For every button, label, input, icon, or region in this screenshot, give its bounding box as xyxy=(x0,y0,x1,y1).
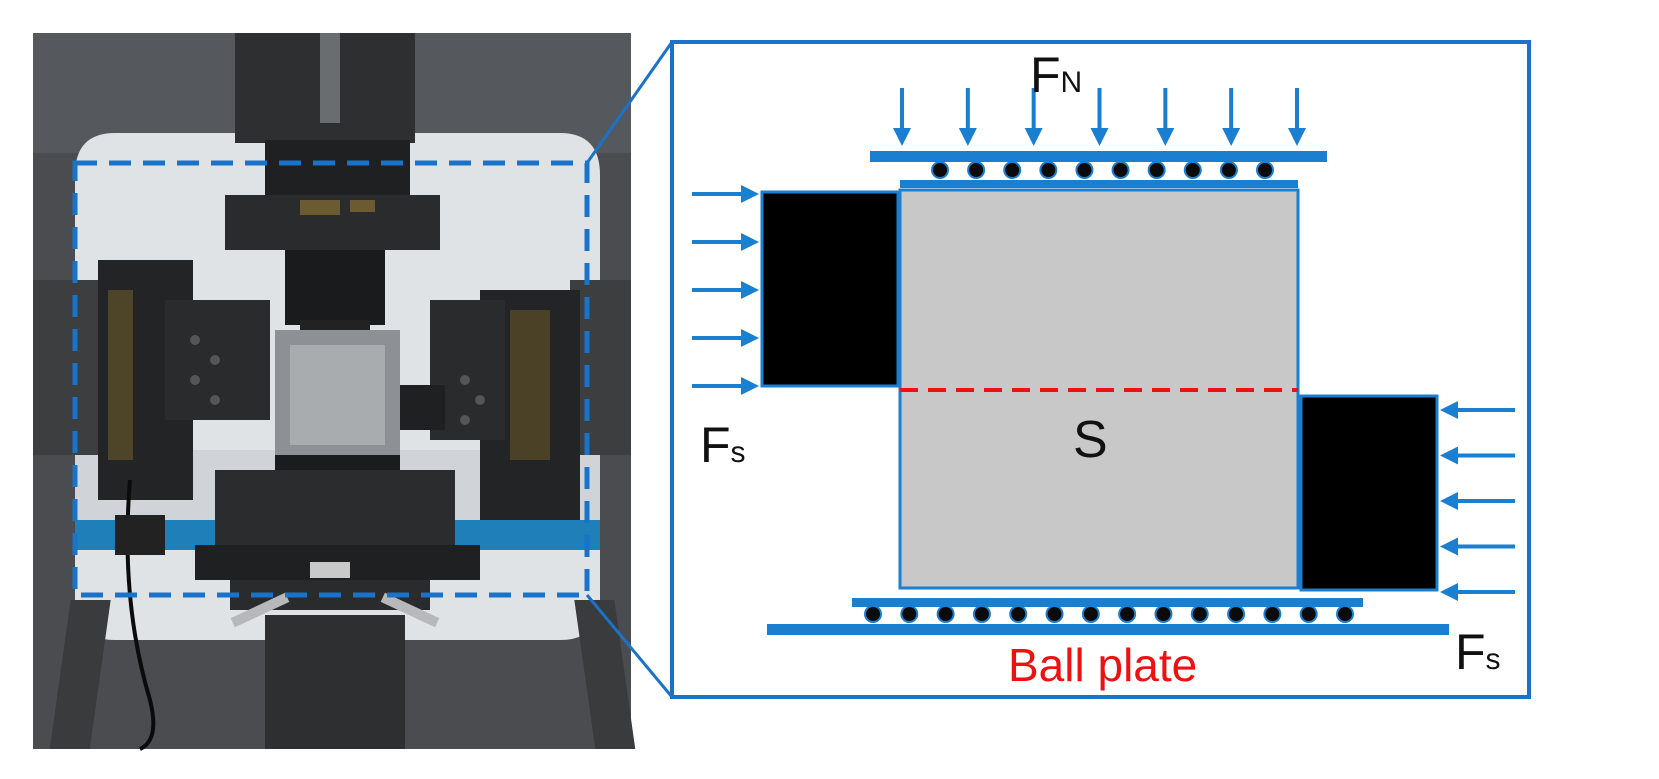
normal-force-arrow xyxy=(958,88,977,146)
ball-plate-label: Ball plate xyxy=(1008,639,1198,691)
normal-force-arrow xyxy=(1222,88,1241,146)
top-loading-plate xyxy=(870,151,1327,162)
shear-force-arrow-right xyxy=(1440,583,1515,601)
shear-force-right-label: Fs xyxy=(1455,627,1501,677)
bottom-base-plate xyxy=(767,624,1449,635)
left-shear-block xyxy=(760,190,900,388)
ball-bearing xyxy=(900,605,919,623)
ball-bearing xyxy=(864,605,882,623)
ball-bearing xyxy=(1299,605,1318,623)
highlight-region xyxy=(72,160,590,598)
right-shear-force-arrows xyxy=(1440,401,1515,601)
ball-bearing xyxy=(1263,605,1282,623)
ball-bearing xyxy=(967,161,986,179)
ball-bearing xyxy=(1154,605,1173,623)
right-shear-block xyxy=(1299,394,1439,592)
shear-force-left-subscript: s xyxy=(730,436,746,469)
normal-force-label: FN xyxy=(1030,50,1082,100)
shear-force-left-label: Fs xyxy=(700,420,746,470)
ball-bearing xyxy=(936,605,955,623)
normal-force-arrow xyxy=(1090,88,1109,146)
ball-bearing xyxy=(1003,161,1022,179)
ball-bearing xyxy=(1219,161,1238,179)
shear-force-left-symbol: F xyxy=(700,417,731,473)
ball-bearing xyxy=(1256,161,1274,179)
ball-bearing xyxy=(1039,161,1058,179)
ball-bearing xyxy=(1081,605,1100,623)
shear-force-arrow-right xyxy=(1440,537,1515,556)
bottom-ball-plate xyxy=(852,598,1363,607)
ball-bearing xyxy=(1227,605,1246,623)
ball-bearing xyxy=(1111,161,1130,179)
normal-force-symbol: F xyxy=(1030,47,1061,103)
ball-bearing xyxy=(1336,605,1354,623)
normal-force-arrows xyxy=(893,88,1306,146)
shear-force-arrow-left xyxy=(692,329,759,347)
shear-force-arrow-left xyxy=(692,377,759,395)
ball-bearing xyxy=(972,605,991,623)
ball-bearing xyxy=(931,161,949,179)
ball-bearing xyxy=(1118,605,1137,623)
shear-force-arrow-left xyxy=(692,233,759,251)
shear-plane-label: S xyxy=(1073,411,1108,469)
ball-bearing xyxy=(1075,161,1094,179)
top-ball-row xyxy=(931,161,1274,179)
top-ball-plate xyxy=(900,180,1298,188)
normal-force-arrow xyxy=(1156,88,1175,146)
ball-bearing xyxy=(1183,161,1202,179)
normal-force-subscript: N xyxy=(1060,66,1083,99)
zoom-connector-top xyxy=(585,41,674,164)
shear-force-arrow-right xyxy=(1440,446,1515,465)
shear-force-arrow-right xyxy=(1440,492,1515,510)
zoom-connector-bottom xyxy=(585,594,674,698)
bottom-ball-row xyxy=(864,605,1354,623)
shear-force-arrow-left xyxy=(692,185,759,203)
normal-force-arrow xyxy=(1288,88,1306,146)
shear-test-machine-photo xyxy=(33,33,636,751)
left-shear-force-arrows xyxy=(692,185,759,395)
ball-bearing xyxy=(1190,605,1209,623)
shear-force-right-subscript: s xyxy=(1485,643,1501,676)
normal-force-arrow xyxy=(1024,88,1043,146)
shear-force-arrow-left xyxy=(692,281,759,299)
ball-bearing xyxy=(1147,161,1166,179)
shear-force-arrow-right xyxy=(1440,401,1515,419)
shear-force-right-symbol: F xyxy=(1455,624,1486,680)
ball-bearing xyxy=(1009,605,1028,623)
ball-bearing xyxy=(1045,605,1064,623)
normal-force-arrow xyxy=(893,88,911,146)
